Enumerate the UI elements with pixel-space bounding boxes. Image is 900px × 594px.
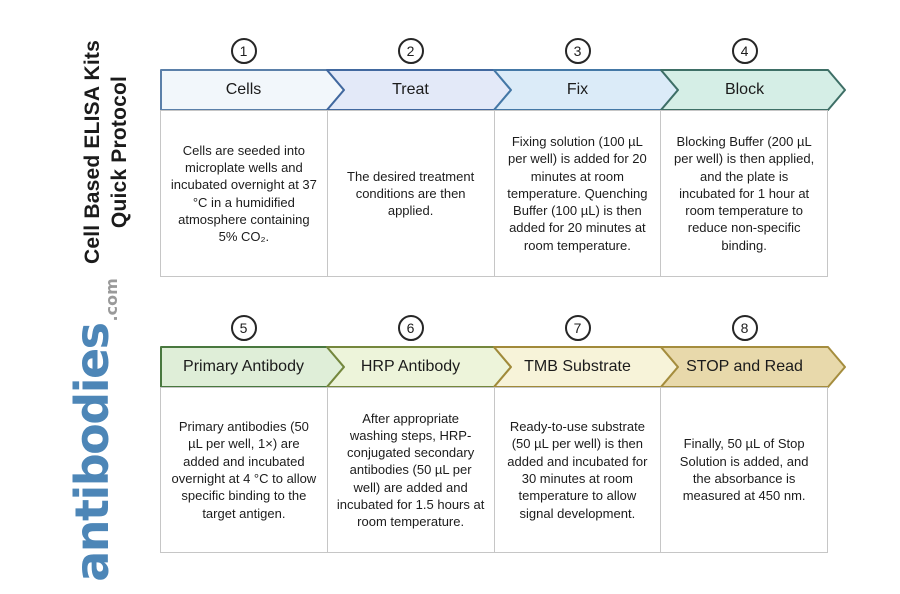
step-5-number-circle: 5: [230, 315, 257, 341]
diagram-title: Cell Based ELISA Kits Quick Protocol: [79, 32, 135, 272]
steps-diagram: 1 2 3 4 Cells Treat Fix Block Cells are …: [160, 0, 860, 594]
antibodies-logo: antibodies .com: [60, 278, 124, 582]
logo-wordmark: antibodies: [65, 323, 119, 582]
step-2-number-circle: 2: [397, 38, 424, 64]
description-row-2: Primary antibodies (50 µL per well, 1×) …: [160, 387, 828, 553]
title-line-1: Cell Based ELISA Kits: [81, 40, 104, 264]
description-box-treat: The desired treatment conditions are the…: [326, 111, 494, 276]
chevron-block: [660, 69, 846, 111]
band-label-hrp-antibody: HRP Antibody: [360, 358, 461, 375]
step-3-number-circle: 3: [564, 38, 591, 64]
step-1-number-circle: 1: [230, 38, 257, 64]
description-box-stop-and-read: Finally, 50 µL of Stop Solution is added…: [660, 388, 827, 552]
step-3-number: 3: [573, 43, 582, 59]
step-2-number: 2: [406, 43, 415, 59]
step-7-number-circle: 7: [564, 315, 591, 341]
band-label-tmb-substrate: TMB Substrate: [524, 358, 631, 375]
step-4-number: 4: [740, 43, 749, 59]
description-box-fix: Fixing solution (100 µL per well) is add…: [493, 111, 661, 276]
band-label-cells: Cells: [225, 81, 262, 98]
description-row-1: Cells are seeded into microplate wells a…: [160, 110, 828, 277]
step-5-number: 5: [239, 320, 248, 336]
band-label-block: Block: [724, 81, 765, 98]
logo-domain-suffix: .com: [101, 278, 121, 322]
step-6-number-circle: 6: [397, 315, 424, 341]
description-box-primary-antibody: Primary antibodies (50 µL per well, 1×) …: [171, 419, 317, 521]
band-label-stop-and-read: STOP and Read: [686, 358, 803, 375]
title-line-2: Quick Protocol: [108, 75, 131, 229]
step-1-number: 1: [239, 43, 248, 59]
chevron-row-1: [160, 69, 846, 111]
description-box-block: Blocking Buffer (200 µL per well) is the…: [660, 111, 827, 276]
band-label-fix: Fix: [566, 81, 589, 98]
chevron-row-2: [160, 346, 846, 388]
band-label-treat: Treat: [392, 81, 429, 98]
description-box-hrp-antibody: After appropriate washing steps, HRP-con…: [326, 388, 494, 552]
step-8-number-circle: 8: [731, 315, 758, 341]
step-4-number-circle: 4: [731, 38, 758, 64]
description-box-tmb-substrate: Ready-to-use substrate (50 µL per well) …: [493, 388, 661, 552]
band-label-primary-antibody: Primary Antibody: [183, 358, 304, 375]
chevron-stop-and-read: [660, 346, 846, 388]
step-6-number: 6: [406, 320, 415, 336]
step-8-number: 8: [740, 320, 749, 336]
description-box-cells: Cells are seeded into microplate wells a…: [170, 142, 317, 245]
step-7-number: 7: [573, 320, 582, 336]
